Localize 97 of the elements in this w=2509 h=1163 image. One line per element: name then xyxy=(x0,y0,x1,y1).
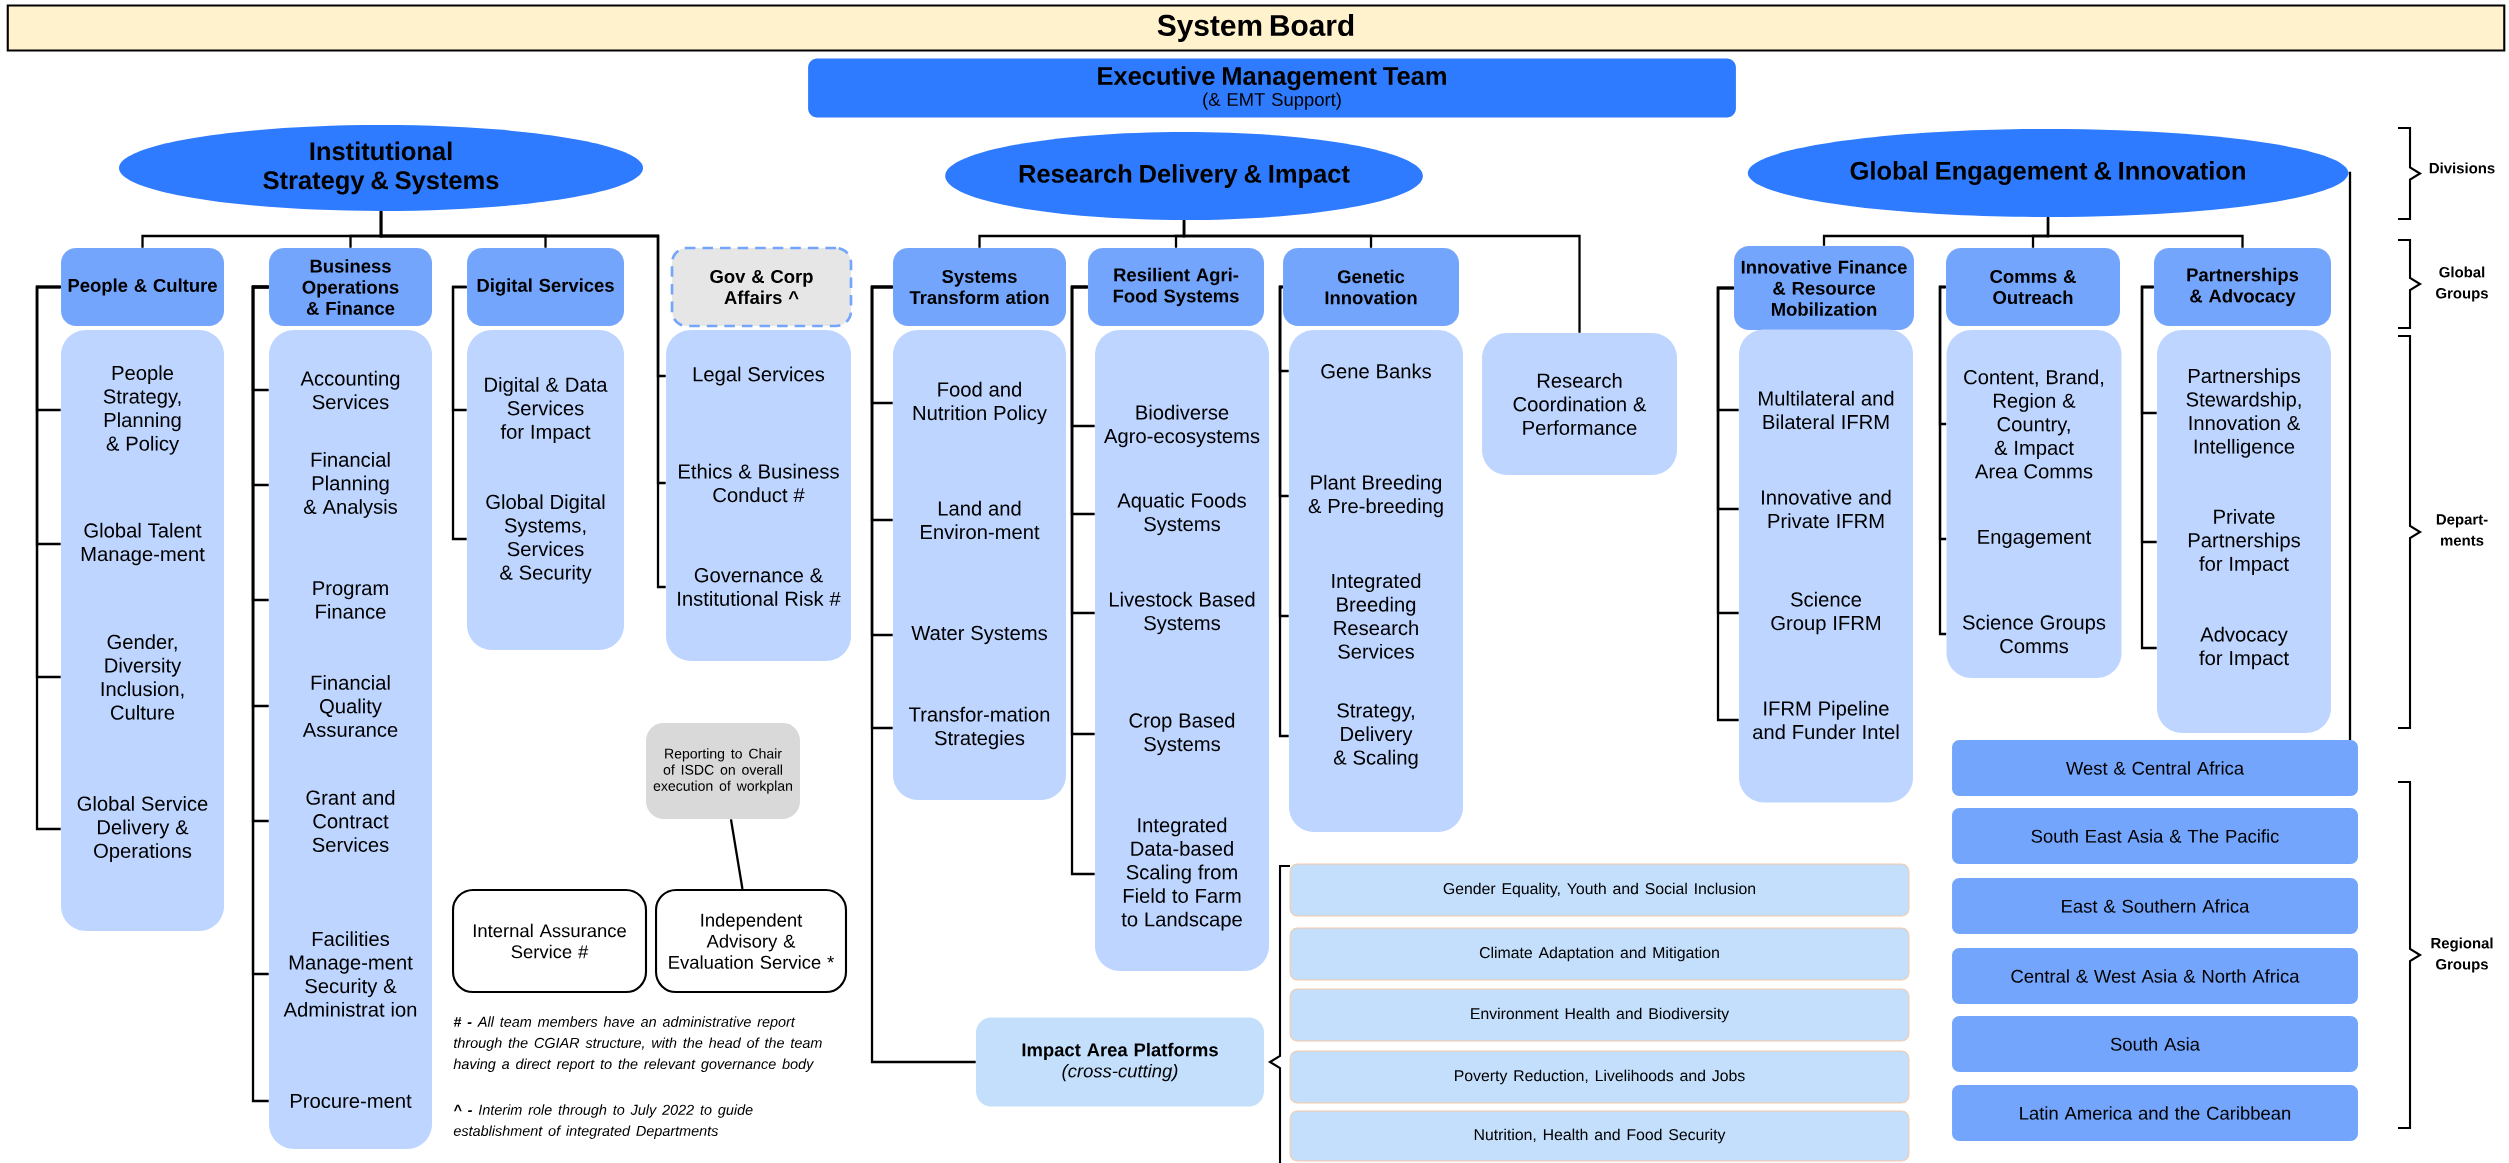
department-column xyxy=(1095,330,1269,971)
department-name: Financial Quality Assurance xyxy=(302,675,398,737)
board-banner: System Board xyxy=(6,4,2506,52)
group-header: Genetic Innovation xyxy=(1283,248,1459,326)
department-name: People Strategy, Planning & Policy xyxy=(103,365,181,455)
department-name: Integrated Breeding Research Services xyxy=(1332,573,1421,659)
group-header: Digital Services xyxy=(467,248,624,326)
regional-group-box: South Asia xyxy=(1952,1016,2358,1072)
department-name: Financial Planning & Analysis xyxy=(303,452,398,518)
impact-area-box: Nutrition, Health and Food Security xyxy=(1289,1110,1910,1162)
group-header: Gov & Corp Affairs ^ xyxy=(670,246,853,328)
coordination-box: Research Coordination & Performance xyxy=(1482,333,1677,475)
note-box: Reporting to Chair of ISDC on overall execution of workplan xyxy=(646,723,800,819)
footnote: ^ - Interim role through to July 2022 to guide establishment of integrated Departments xyxy=(453,1104,753,1139)
department-name: Strategy, Delivery & Scaling xyxy=(1333,703,1418,769)
department-name: Legal Services xyxy=(693,366,825,386)
department-column xyxy=(61,330,224,931)
department-name: Ethics & Business Conduct # xyxy=(679,463,839,503)
department-name: Partnerships Stewardship, Innovation & Intelligence xyxy=(2186,368,2301,458)
department-column xyxy=(467,330,624,650)
department-name: Gene Banks xyxy=(1321,363,1431,379)
department-name: Global Talent Manage-ment xyxy=(81,522,205,566)
department-name: Program Finance xyxy=(313,581,388,619)
department-name: Water Systems xyxy=(911,625,1047,645)
department-name: Governance & Institutional Risk # xyxy=(678,568,841,606)
connector-line xyxy=(2347,171,2352,740)
impact-area-box: Climate Adaptation and Mitigation xyxy=(1289,927,1910,981)
department-column xyxy=(2157,330,2331,733)
impact-area-box: Poverty Reduction, Livelihoods and Jobs xyxy=(1289,1050,1910,1104)
impact-area-box: Environment Health and Biodiversity xyxy=(1289,988,1910,1042)
department-name: Livestock Based Systems xyxy=(1110,591,1255,635)
department-column xyxy=(269,330,432,1149)
connector-line xyxy=(1070,285,1095,876)
impact-area-box: Gender Equality, Youth and Social Inclusion xyxy=(1289,863,1910,917)
group-header: Resilient Agri-Food Systems xyxy=(1088,248,1264,326)
department-name: Facilities Manage-ment Security & Administrat ion xyxy=(283,931,417,1017)
department-name: Multilateral and Bilateral IFRM xyxy=(1759,390,1894,430)
department-name: Science Group IFRM xyxy=(1771,591,1880,635)
department-name: Grant and Contract Services xyxy=(306,790,395,852)
bracket-label: Global Groups xyxy=(2436,266,2488,302)
connector-line xyxy=(729,819,744,890)
service-box: Independent Advisory & Evaluation Service * xyxy=(655,888,848,994)
department-name: Biodiverse Agro-ecosystems xyxy=(1104,404,1260,448)
connector-line xyxy=(2140,285,2157,650)
department-name: Food and Nutrition Policy xyxy=(913,381,1047,425)
department-name: Transfor-mation Strategies xyxy=(909,706,1050,750)
department-column xyxy=(1946,330,2122,678)
department-column xyxy=(893,330,1066,800)
footnote: # - All team members have an administrative report through the CGIAR structure, with the head of the team having a direct report to the relevant governance body xyxy=(453,1016,822,1072)
group-header: Innovative Finance & Resource Mobilization xyxy=(1734,246,1914,330)
regional-group-box: South East Asia & The Pacific xyxy=(1952,808,2358,864)
connector-line xyxy=(1716,286,1739,722)
department-name: Procure-ment xyxy=(290,1093,412,1109)
connector-line xyxy=(451,285,467,541)
department-name: Aquatic Foods Systems xyxy=(1117,492,1246,536)
department-name: Innovative and Private IFRM xyxy=(1762,489,1891,529)
department-column xyxy=(666,330,851,661)
group-header: Systems Transform ation xyxy=(893,248,1066,326)
department-column xyxy=(1739,329,1913,803)
regional-group-box: Central & West Asia & North Africa xyxy=(1952,948,2358,1004)
group-header: Partnerships & Advocacy xyxy=(2154,248,2331,326)
department-column xyxy=(1289,330,1463,832)
department-name: Engagement xyxy=(1978,529,2092,549)
department-name: Global Digital Systems, Services & Security xyxy=(486,494,605,584)
department-name: Private Partnerships for Impact xyxy=(2188,509,2300,575)
connector-line xyxy=(1938,285,1947,636)
department-name: Integrated Data-based Scaling from Field to Farm to Landscape xyxy=(1121,817,1242,931)
connector-line xyxy=(870,285,976,1064)
department-name: Land and Environ-ment xyxy=(921,500,1040,540)
management-box: Executive Management Team (& EMT Support) xyxy=(808,58,1736,118)
department-name: IFRM Pipeline and Funder Intel xyxy=(1753,700,1899,740)
regional-group-box: East & Southern Africa xyxy=(1952,878,2358,934)
group-header: People & Culture xyxy=(61,248,224,326)
department-name: Content, Brand, Region & Country, & Impact Area Comms xyxy=(1964,369,2104,479)
bracket-label: Regional Groups xyxy=(2431,937,2493,973)
connector-line xyxy=(1278,285,1289,738)
department-name: Accounting Services xyxy=(300,370,400,410)
regional-group-box: Latin America and the Caribbean xyxy=(1952,1085,2358,1141)
connector-line xyxy=(35,285,61,831)
connector-line xyxy=(2046,217,2244,248)
department-name: Science Groups Comms xyxy=(1962,614,2106,654)
connector-line xyxy=(379,211,666,589)
group-header: Comms & Outreach xyxy=(1946,248,2120,326)
department-name: Crop Based Systems xyxy=(1129,712,1235,756)
regional-group-box: West & Central Africa xyxy=(1952,740,2358,796)
department-name: Digital & Data Services for Impact xyxy=(485,377,608,443)
department-name: Gender, Diversity Inclusion, Culture xyxy=(101,634,184,720)
department-name: Global Service Delivery & Operations xyxy=(77,796,208,862)
bracket-label: Divisions xyxy=(2429,162,2495,174)
group-header: Business Operations & Finance xyxy=(269,248,432,326)
department-name: Advocacy for Impact xyxy=(2199,626,2289,670)
connector-line xyxy=(1182,220,1581,333)
bracket-label: Depart-ments xyxy=(2436,514,2488,546)
connector-line xyxy=(251,285,269,1103)
platform-box: Impact Area Platforms (cross-cutting) xyxy=(976,1017,1264,1107)
service-box: Internal Assurance Service # xyxy=(451,888,648,994)
department-name: Plant Breeding & Pre-breeding xyxy=(1308,474,1443,518)
